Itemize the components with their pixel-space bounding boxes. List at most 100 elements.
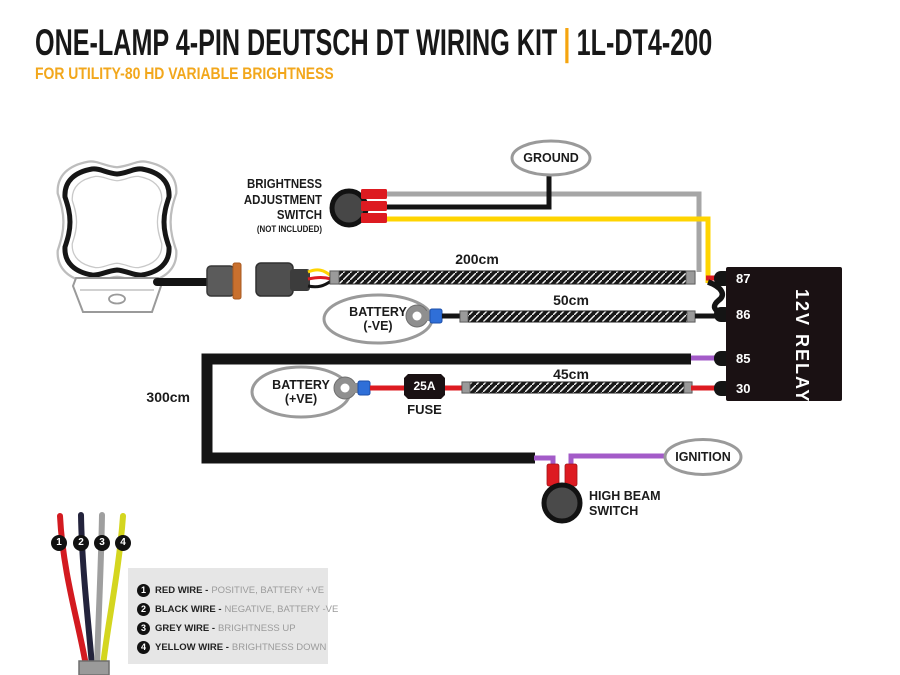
high-beam-switch-line1: HIGH BEAM bbox=[589, 489, 661, 503]
thick-black-wire bbox=[201, 353, 691, 464]
title-divider: | bbox=[563, 22, 571, 63]
brightness-switch-label-line3: SWITCH bbox=[276, 207, 322, 222]
grey-wire bbox=[385, 191, 702, 272]
fuse-holder bbox=[404, 374, 445, 399]
legend-badge-3: 3 bbox=[137, 622, 150, 635]
battery-negative-line1: BATTERY bbox=[349, 305, 407, 319]
harness-cap bbox=[686, 310, 696, 323]
ignition-callout-oval bbox=[663, 438, 743, 476]
legend-item-red: 1 RED WIRE - POSITIVE, BATTERY +VE bbox=[137, 581, 328, 600]
black-ground-wire bbox=[385, 172, 552, 210]
yellow-wire bbox=[385, 216, 711, 283]
legend-wire-name-1: RED WIRE - bbox=[155, 585, 209, 596]
wire-number-badge-4: 4 bbox=[115, 535, 131, 551]
legend-wire-name-3: GREY WIRE - bbox=[155, 623, 215, 634]
deutsch-connector-female bbox=[255, 262, 294, 297]
high-beam-switch-line2: SWITCH bbox=[589, 504, 639, 518]
title-main: ONE-LAMP 4-PIN DEUTSCH DT WIRING KIT bbox=[35, 22, 558, 63]
harness-sleeve bbox=[329, 270, 696, 285]
lamp-base-hole bbox=[108, 293, 126, 305]
brightness-switch-label-line2: ADJUSTMENT bbox=[243, 191, 322, 207]
legend-wire-desc-2: NEGATIVE, BATTERY -VE bbox=[224, 604, 339, 615]
legend-badge-2: 2 bbox=[137, 603, 150, 616]
harness-cap bbox=[461, 381, 471, 394]
brightness-switch-label: BRIGHTNESS ADJUSTMENT SWITCH (NOT INCLUD… bbox=[215, 176, 322, 235]
brightness-switch-note: (NOT INCLUDED) bbox=[256, 223, 322, 234]
switch-terminal bbox=[361, 201, 387, 211]
bundle-sheath bbox=[78, 660, 110, 675]
main-harness-length-label: 200cm bbox=[455, 251, 499, 267]
relay-pin-label-86: 86 bbox=[736, 307, 751, 322]
switch-terminal bbox=[361, 189, 387, 199]
bundle-black-wire bbox=[78, 512, 95, 669]
wire-number-badge-2: 2 bbox=[73, 535, 89, 551]
battery-positive-line1: BATTERY bbox=[272, 378, 330, 392]
relay-pin-label-30: 30 bbox=[736, 381, 751, 396]
high-beam-switch-knob bbox=[541, 482, 583, 524]
relay-box bbox=[726, 267, 842, 401]
deutsch-connector-male bbox=[206, 265, 235, 297]
page-subtitle: FOR UTILITY-80 HD VARIABLE BRIGHTNESS bbox=[35, 64, 334, 83]
legend-item-black: 2 BLACK WIRE - NEGATIVE, BATTERY -VE bbox=[137, 600, 338, 619]
battery-negative-label: BATTERY (-VE) bbox=[326, 305, 430, 333]
connector-rear bbox=[290, 269, 310, 291]
harness-cap bbox=[683, 381, 693, 394]
battery-positive-branch bbox=[250, 365, 693, 419]
relay-pin-label-85: 85 bbox=[736, 351, 751, 366]
blue-crimp-connector bbox=[429, 308, 443, 324]
legend-item-yellow: 4 YELLOW WIRE - BRIGHTNESS DOWN bbox=[137, 638, 328, 657]
product-code: 1L-DT4-200 bbox=[576, 22, 713, 63]
lamp-icon bbox=[56, 160, 178, 313]
harness-sleeve-50cm bbox=[459, 310, 696, 323]
terminal-stub bbox=[425, 311, 432, 321]
battery-positive-label: BATTERY (+VE) bbox=[249, 378, 353, 406]
ground-label: GROUND bbox=[523, 151, 579, 165]
legend-item-grey: 3 GREY WIRE - BRIGHTNESS UP bbox=[137, 619, 328, 638]
relay bbox=[691, 267, 842, 401]
harness-sleeve-45cm bbox=[461, 381, 693, 394]
wire-number-badge-3: 3 bbox=[94, 535, 110, 551]
lamp-pigtail bbox=[153, 262, 332, 300]
connector-orange-seal bbox=[232, 262, 242, 300]
high-beam-switch-label: HIGH BEAM SWITCH bbox=[589, 489, 661, 519]
harness-cap bbox=[459, 310, 469, 323]
pigtail-yellow-wire bbox=[307, 268, 332, 278]
wire-color-legend: 1 RED WIRE - POSITIVE, BATTERY +VE 2 BLA… bbox=[128, 568, 338, 664]
purple-wire-to-ignition bbox=[568, 453, 668, 470]
battery-positive-line2: (+VE) bbox=[284, 392, 318, 406]
legend-wire-desc-3: BRIGHTNESS UP bbox=[218, 623, 296, 634]
ground-callout-oval bbox=[510, 139, 592, 177]
brightness-switch-label-line1: BRIGHTNESS bbox=[246, 176, 322, 191]
fuse-label: FUSE bbox=[407, 402, 442, 417]
wire-number-badge-1: 1 bbox=[51, 535, 67, 551]
legend-badge-1: 1 bbox=[137, 584, 150, 597]
power-harness-length-label: 45cm bbox=[553, 366, 589, 382]
brightness-switch bbox=[329, 188, 387, 228]
bundle-grey-wire bbox=[94, 512, 105, 669]
ground-harness-length-label: 50cm bbox=[553, 292, 589, 308]
battery-negative-line2: (-VE) bbox=[363, 319, 393, 333]
blue-crimp-connector bbox=[357, 380, 371, 396]
switch-terminal bbox=[564, 463, 578, 487]
relay-pin-label-87: 87 bbox=[736, 271, 751, 286]
ring-terminal-hole bbox=[412, 311, 422, 321]
lamp-body-outline bbox=[65, 169, 169, 275]
switch-knob bbox=[329, 188, 369, 228]
terminal-stub bbox=[353, 383, 360, 393]
pigtail-black-wire bbox=[307, 279, 332, 289]
ring-terminal-hole bbox=[340, 383, 350, 393]
switch-loop-300cm bbox=[201, 353, 743, 524]
legend-wire-desc-4: BRIGHTNESS DOWN bbox=[231, 642, 327, 653]
harness-cap bbox=[329, 270, 340, 285]
ignition-label: IGNITION bbox=[675, 450, 731, 464]
main-harness-200cm bbox=[329, 270, 696, 285]
relay-label: 12V RELAY bbox=[792, 289, 812, 404]
pigtail-red-wire bbox=[307, 276, 332, 281]
legend-badge-4: 4 bbox=[137, 641, 150, 654]
switch-terminal bbox=[546, 463, 560, 487]
legend-wire-desc-1: POSITIVE, BATTERY +VE bbox=[211, 585, 325, 596]
harness-cap bbox=[685, 270, 696, 285]
page-title: ONE-LAMP 4-PIN DEUTSCH DT WIRING KIT|1L-… bbox=[35, 22, 712, 64]
fuse-rating-label: 25A bbox=[413, 379, 436, 393]
